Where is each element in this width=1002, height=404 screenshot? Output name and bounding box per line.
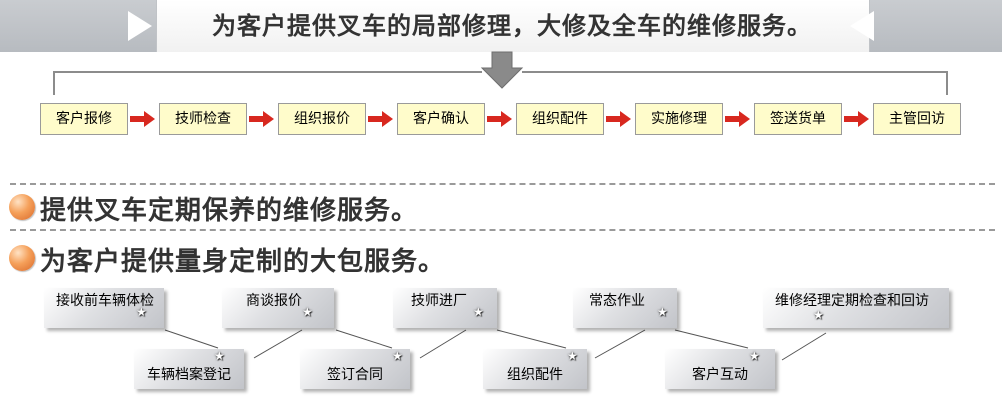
section-divider bbox=[10, 183, 995, 185]
process-step: 主管回访 bbox=[873, 103, 961, 135]
section-divider bbox=[10, 229, 995, 231]
star-icon: ★ bbox=[813, 308, 824, 322]
process-step: 客户报修 bbox=[40, 103, 128, 135]
banner-arrow-left-icon bbox=[128, 11, 152, 41]
star-icon: ★ bbox=[473, 305, 484, 319]
package-step-label: 组织配件 bbox=[507, 367, 563, 383]
package-step-label: 接收前车辆体检 bbox=[56, 293, 154, 309]
process-step: 实施修理 bbox=[635, 103, 723, 135]
package-step: 常态作业 ★ bbox=[573, 288, 677, 328]
package-step: 维修经理定期检查和回访 ★ bbox=[763, 288, 949, 328]
star-icon: ★ bbox=[657, 305, 668, 319]
process-step: 客户确认 bbox=[397, 103, 485, 135]
star-icon: ★ bbox=[214, 349, 225, 363]
flow-bracket-line bbox=[522, 71, 948, 95]
star-icon: ★ bbox=[392, 349, 403, 363]
package-step-label: 维修经理定期检查和回访 bbox=[775, 293, 929, 309]
banner-title: 为客户提供叉车的局部修理，大修及全车的维修服务。 bbox=[212, 12, 812, 40]
package-connector-line bbox=[419, 329, 467, 359]
red-arrow-icon bbox=[130, 111, 155, 127]
banner-title-panel bbox=[156, 0, 870, 52]
package-step-label: 商谈报价 bbox=[246, 293, 302, 309]
package-step: 技师进厂 ★ bbox=[393, 288, 497, 328]
red-arrow-icon bbox=[249, 111, 274, 127]
banner-arrow-right-icon bbox=[850, 11, 874, 41]
package-connector-line bbox=[594, 329, 646, 359]
star-icon: ★ bbox=[136, 305, 147, 319]
process-step: 组织配件 bbox=[516, 103, 604, 135]
orange-bullet-icon bbox=[9, 245, 35, 271]
service-heading: 提供叉车定期保养的维修服务。 bbox=[40, 196, 419, 226]
red-arrow-icon bbox=[368, 111, 393, 127]
package-connector-line bbox=[253, 329, 303, 359]
package-connector-line bbox=[164, 329, 219, 349]
package-step: 商谈报价 ★ bbox=[222, 288, 334, 328]
process-step: 组织报价 bbox=[278, 103, 366, 135]
package-step-label: 签订合同 bbox=[327, 367, 383, 383]
package-step: ★ 签订合同 bbox=[300, 349, 410, 389]
package-step-label: 客户互动 bbox=[692, 367, 748, 383]
package-step-label: 常态作业 bbox=[589, 293, 645, 309]
package-connector-line bbox=[781, 332, 827, 361]
flow-bracket-line bbox=[53, 71, 482, 95]
star-icon: ★ bbox=[302, 305, 313, 319]
orange-bullet-icon bbox=[9, 194, 35, 220]
process-step: 技师检查 bbox=[159, 103, 247, 135]
down-arrow-icon bbox=[480, 51, 524, 89]
star-icon: ★ bbox=[567, 349, 578, 363]
red-arrow-icon bbox=[844, 111, 869, 127]
red-arrow-icon bbox=[606, 111, 631, 127]
package-connector-line bbox=[496, 329, 567, 349]
package-step: ★ 车辆档案登记 bbox=[134, 349, 244, 389]
package-step-label: 技师进厂 bbox=[411, 293, 467, 309]
package-connector-line bbox=[674, 329, 749, 349]
red-arrow-icon bbox=[487, 111, 512, 127]
package-step: ★ 组织配件 bbox=[483, 349, 587, 389]
package-step-label: 车辆档案登记 bbox=[147, 367, 231, 383]
package-step: ★ 客户互动 bbox=[665, 349, 775, 389]
package-step: 接收前车辆体检 ★ bbox=[44, 288, 164, 328]
red-arrow-icon bbox=[725, 111, 750, 127]
star-icon: ★ bbox=[749, 349, 760, 363]
service-heading: 为客户提供量身定制的大包服务。 bbox=[40, 247, 446, 277]
package-connector-line bbox=[335, 329, 393, 349]
process-step: 签送货单 bbox=[754, 103, 842, 135]
